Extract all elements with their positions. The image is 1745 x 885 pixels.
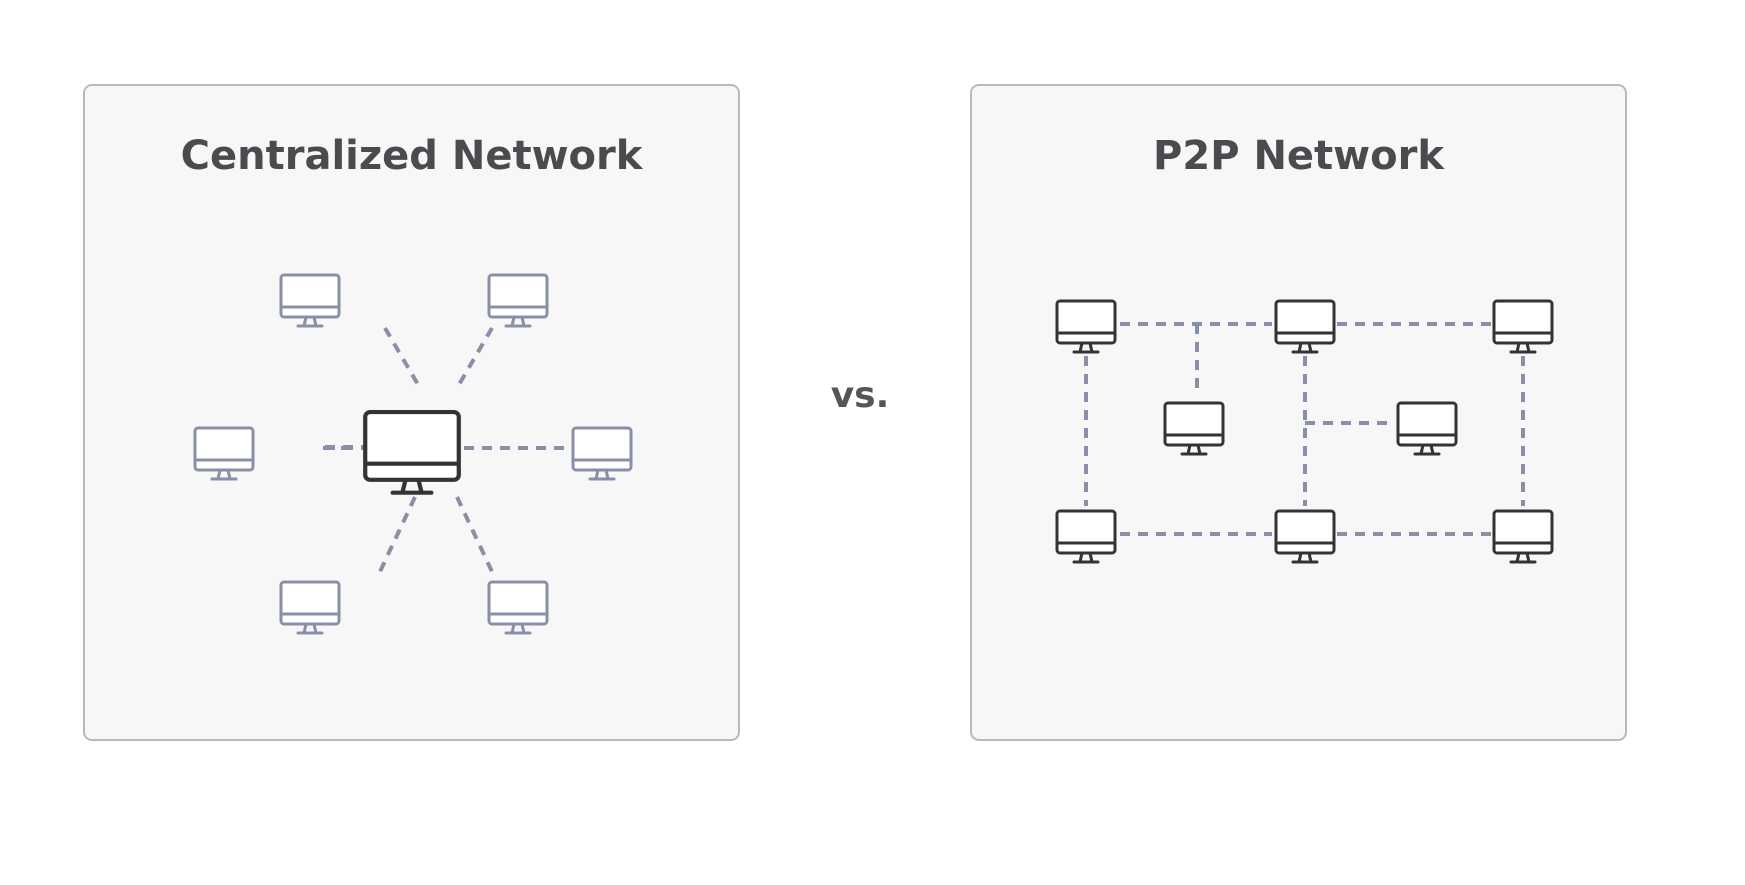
link-top-right <box>455 326 494 390</box>
centralized-network-diagram <box>193 273 633 635</box>
peer-computer-icon <box>1396 401 1458 456</box>
centralized-network-title: Centralized Network <box>180 133 643 179</box>
link-bottom-left <box>375 496 417 579</box>
link-bottom-right <box>455 496 497 579</box>
peer-computer-icon <box>1274 509 1336 564</box>
peer-computer-icon <box>1055 299 1117 354</box>
client-computer-icon <box>279 273 341 328</box>
server-node <box>363 409 461 495</box>
client-computer-icon <box>571 426 633 481</box>
peer-computer-icon <box>1492 299 1554 354</box>
link-top-left <box>383 326 422 390</box>
p2p-network-diagram <box>1055 299 1554 564</box>
client-computer-icon <box>487 580 549 635</box>
peer-computer-icon <box>1492 509 1554 564</box>
peer-computer-icon <box>1274 299 1336 354</box>
vs-label: vs. <box>830 375 890 416</box>
client-computer-icon <box>487 273 549 328</box>
client-computer-icon <box>193 426 255 481</box>
centralized-network-panel: Centralized Network <box>83 84 740 741</box>
p2p-network-panel: P2P Network <box>970 84 1627 741</box>
centralized-links <box>323 326 568 579</box>
peer-computer-icon <box>1055 509 1117 564</box>
p2p-links <box>1084 322 1525 536</box>
client-computer-icon <box>279 580 341 635</box>
peer-computer-icon <box>1163 401 1225 456</box>
server-computer-icon <box>363 409 461 495</box>
p2p-network-title: P2P Network <box>1153 133 1444 179</box>
